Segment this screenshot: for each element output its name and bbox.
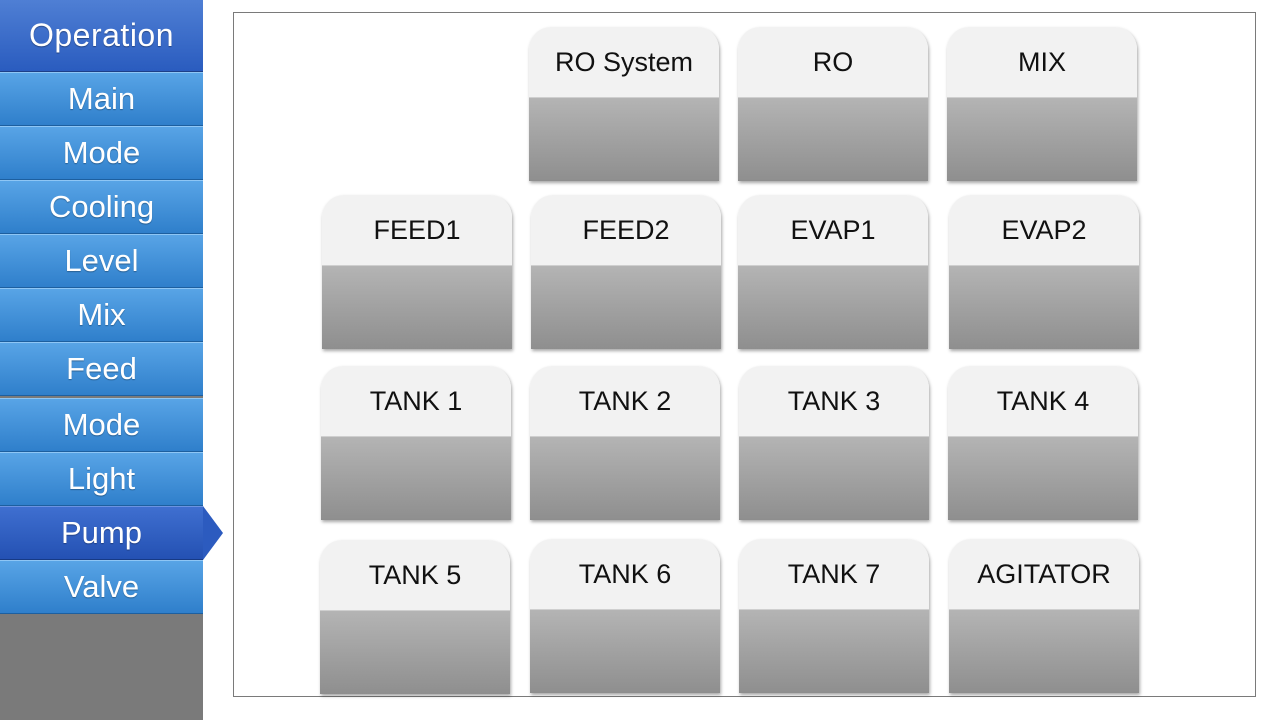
- sidebar: Operation Main Mode Cooling Level Mix Fe…: [0, 0, 223, 720]
- pump-tile-evap1[interactable]: EVAP1: [738, 195, 928, 349]
- pump-tile-label: EVAP2: [949, 195, 1139, 266]
- pump-tile-status: [949, 610, 1139, 693]
- pump-tile-label: MIX: [947, 27, 1137, 98]
- pump-tile-status: [738, 98, 928, 181]
- pump-tile-label: RO System: [529, 27, 719, 98]
- pump-tile-ro-system[interactable]: RO System: [529, 27, 719, 181]
- pump-tile-label: RO: [738, 27, 928, 98]
- pump-tile-feed2[interactable]: FEED2: [531, 195, 721, 349]
- sidebar-item-light[interactable]: Light: [0, 452, 203, 506]
- pump-tile-label: EVAP1: [738, 195, 928, 266]
- pump-tile-status: [738, 266, 928, 349]
- pump-tile-tank1[interactable]: TANK 1: [321, 366, 511, 520]
- pump-tile-status: [947, 98, 1137, 181]
- pump-tile-label: TANK 6: [530, 539, 720, 610]
- pump-tile-agitator[interactable]: AGITATOR: [949, 539, 1139, 693]
- sidebar-item-feed[interactable]: Feed: [0, 342, 203, 396]
- pump-tile-status: [739, 437, 929, 520]
- pump-tile-tank4[interactable]: TANK 4: [948, 366, 1138, 520]
- sidebar-item-valve[interactable]: Valve: [0, 560, 203, 614]
- sidebar-item-cooling[interactable]: Cooling: [0, 180, 203, 234]
- pump-tile-tank6[interactable]: TANK 6: [530, 539, 720, 693]
- pump-tile-label: TANK 4: [948, 366, 1138, 437]
- sidebar-item-main[interactable]: Main: [0, 72, 203, 126]
- sidebar-header: Operation: [0, 0, 203, 72]
- pump-tile-label: TANK 1: [321, 366, 511, 437]
- pump-tile-status: [321, 437, 511, 520]
- pump-tile-label: AGITATOR: [949, 539, 1139, 610]
- sidebar-item-pump-label: Pump: [61, 515, 142, 550]
- pump-tile-status: [529, 98, 719, 181]
- pump-tile-status: [949, 266, 1139, 349]
- pump-tile-tank5[interactable]: TANK 5: [320, 540, 510, 694]
- pump-tile-status: [320, 611, 510, 694]
- pump-tile-status: [530, 610, 720, 693]
- pump-tile-mix[interactable]: MIX: [947, 27, 1137, 181]
- pump-tile-tank3[interactable]: TANK 3: [739, 366, 929, 520]
- pump-panel: RO System RO MIX FEED1 FEED2 EVAP1 EVAP2…: [233, 12, 1256, 697]
- pump-tile-tank7[interactable]: TANK 7: [739, 539, 929, 693]
- sidebar-item-mode[interactable]: Mode: [0, 126, 203, 180]
- active-indicator-arrow-icon: [203, 506, 223, 560]
- pump-tile-status: [322, 266, 512, 349]
- pump-tile-status: [531, 266, 721, 349]
- pump-tile-feed1[interactable]: FEED1: [322, 195, 512, 349]
- pump-tile-label: TANK 5: [320, 540, 510, 611]
- sidebar-item-pump[interactable]: Pump: [0, 506, 223, 560]
- pump-tile-label: TANK 3: [739, 366, 929, 437]
- pump-tile-tank2[interactable]: TANK 2: [530, 366, 720, 520]
- pump-tile-label: TANK 2: [530, 366, 720, 437]
- sidebar-item-mode-2[interactable]: Mode: [0, 398, 203, 452]
- pump-tile-status: [948, 437, 1138, 520]
- sidebar-item-mix[interactable]: Mix: [0, 288, 203, 342]
- pump-tile-status: [739, 610, 929, 693]
- pump-tile-label: TANK 7: [739, 539, 929, 610]
- pump-tile-status: [530, 437, 720, 520]
- pump-tile-evap2[interactable]: EVAP2: [949, 195, 1139, 349]
- pump-tile-ro[interactable]: RO: [738, 27, 928, 181]
- pump-tile-label: FEED1: [322, 195, 512, 266]
- pump-tile-label: FEED2: [531, 195, 721, 266]
- sidebar-item-level[interactable]: Level: [0, 234, 203, 288]
